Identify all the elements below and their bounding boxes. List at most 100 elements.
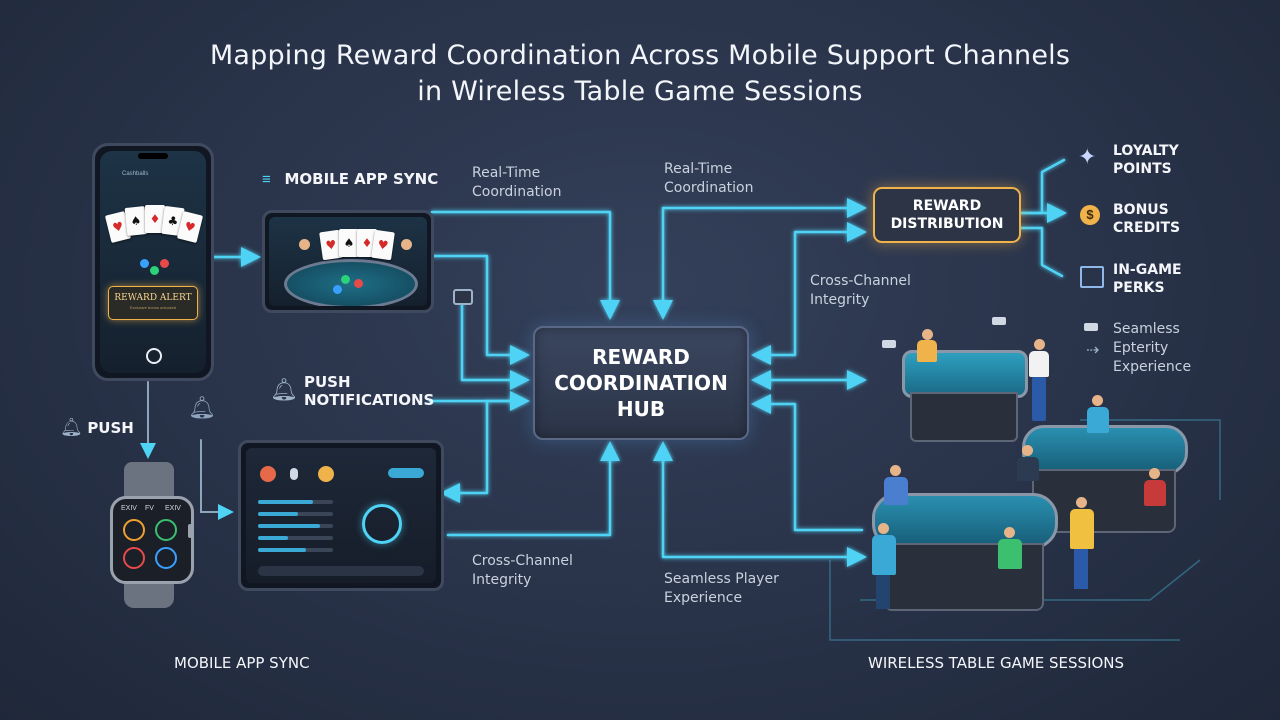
link-distribution-to-perks bbox=[1018, 226, 1064, 278]
sync-icon: ≡ bbox=[262, 171, 271, 188]
bonus-credits-label: BONUS CREDITS bbox=[1113, 201, 1180, 237]
watch-label-3: EXIV bbox=[165, 505, 181, 512]
player-body bbox=[998, 539, 1022, 569]
bell-icon: 🔔︎ bbox=[188, 395, 216, 420]
watch-body: EXIV FV EXIV bbox=[110, 496, 194, 584]
distribution-line-1: REWARD bbox=[912, 198, 982, 214]
player-head bbox=[878, 523, 889, 534]
tablet-player-left bbox=[299, 239, 310, 250]
ipad-dashboard bbox=[238, 440, 444, 591]
player-head bbox=[890, 465, 901, 476]
home-button[interactable] bbox=[146, 348, 162, 364]
link-hub-right-to-distribution bbox=[751, 222, 867, 365]
title-line-1: Mapping Reward Coordination Across Mobil… bbox=[209, 40, 1071, 71]
chip bbox=[354, 279, 363, 288]
watch-crown[interactable] bbox=[188, 524, 192, 538]
game-table-2 bbox=[1022, 425, 1188, 535]
chip bbox=[160, 259, 169, 268]
player-body bbox=[1087, 407, 1109, 433]
player-body bbox=[1029, 351, 1049, 377]
chip bbox=[150, 266, 159, 275]
chip bbox=[140, 259, 149, 268]
spotlight bbox=[1084, 323, 1098, 331]
watch-label-2: FV bbox=[145, 505, 154, 512]
in-game-perks-label: IN-GAME PERKS bbox=[1113, 261, 1182, 297]
wireless-table-scene bbox=[862, 305, 1202, 625]
reward-distribution-box[interactable]: REWARD DISTRIBUTION bbox=[873, 187, 1021, 243]
hub-line-3: HUB bbox=[616, 397, 666, 421]
flow-label-line: Cross-Channel bbox=[810, 273, 911, 289]
player-legs bbox=[1032, 377, 1046, 421]
cross-channel-integrity-label-bottom: Cross-Channel Integrity bbox=[472, 552, 573, 590]
watch-dial-3[interactable] bbox=[123, 547, 145, 569]
title-line-2: in Wireless Table Game Sessions bbox=[417, 76, 863, 107]
player-body bbox=[917, 340, 937, 362]
flow-label-line: Integrity bbox=[472, 572, 532, 588]
reward-line: PERKS bbox=[1113, 280, 1165, 296]
smartphone: Cashballs ♥ ♠ ♦ ♣ ♥ REWARD ALERT Exclusi… bbox=[92, 143, 214, 381]
sparkle-icon: ✦ bbox=[1078, 144, 1097, 169]
progress-fill bbox=[258, 512, 298, 516]
reward-line: POINTS bbox=[1113, 161, 1172, 177]
watch-dial-2[interactable] bbox=[155, 519, 177, 541]
player-head bbox=[1022, 445, 1033, 456]
link-watch-to-ipad bbox=[200, 439, 234, 520]
bell-icon: 🔔︎ bbox=[60, 417, 83, 437]
progress-fill bbox=[258, 548, 306, 552]
player-legs bbox=[876, 575, 890, 609]
flow-label-line: Epterity bbox=[1113, 340, 1169, 356]
watch-dial-4[interactable] bbox=[155, 547, 177, 569]
game-table-1 bbox=[902, 350, 1028, 442]
push-notifications-label: 🔔︎ PUSH NOTIFICATIONS bbox=[270, 373, 434, 409]
link-tablet-to-hub-top bbox=[430, 210, 620, 320]
watch-dial-1[interactable] bbox=[123, 519, 145, 541]
tablet-table bbox=[284, 259, 418, 306]
player-body bbox=[1017, 457, 1039, 481]
progress-track bbox=[258, 536, 333, 540]
cross-channel-integrity-label-right: Cross-Channel Integrity bbox=[810, 272, 911, 310]
flow-label-line: Coordination bbox=[664, 180, 754, 196]
hub-line-2: COORDINATION bbox=[554, 371, 728, 395]
diagram-title: Mapping Reward Coordination Across Mobil… bbox=[0, 38, 1280, 110]
phone-screen: Cashballs ♥ ♠ ♦ ♣ ♥ REWARD ALERT Exclusi… bbox=[100, 151, 206, 373]
tablet-card-2: ♠ bbox=[339, 229, 359, 257]
player-head bbox=[1034, 339, 1045, 350]
reward-coordination-hub[interactable]: REWARD COORDINATION HUB bbox=[533, 326, 749, 440]
flow-label-line: Integrity bbox=[810, 292, 870, 308]
link-hub-right-lower bbox=[751, 394, 864, 532]
hub-line-1: REWARD bbox=[592, 345, 690, 369]
player-legs bbox=[1074, 549, 1088, 589]
link-hub-bottom-to-tables bbox=[653, 441, 867, 567]
lock-icon bbox=[453, 289, 473, 305]
ipad-action-button[interactable] bbox=[388, 468, 424, 478]
player-head bbox=[1149, 468, 1160, 479]
chip bbox=[341, 275, 350, 284]
reward-alert-sub: Exclusive bonus unlocked bbox=[129, 305, 177, 310]
progress-fill bbox=[258, 524, 320, 528]
flow-label-line: Real-Time bbox=[664, 161, 733, 177]
ipad-footer-bar bbox=[258, 566, 424, 576]
flow-label-line: Seamless Player bbox=[664, 571, 779, 587]
tablet-player-right bbox=[401, 239, 412, 250]
push-notifications-line-1: PUSH bbox=[304, 373, 351, 391]
section-label-mobile-app-sync: MOBILE APP SYNC bbox=[174, 654, 310, 672]
progress-fill bbox=[258, 536, 288, 540]
push-notifications-line-2: NOTIFICATIONS bbox=[304, 391, 435, 409]
phone-notch bbox=[138, 153, 168, 159]
link-hub-to-ipad bbox=[440, 399, 527, 503]
loyalty-points-label: LOYALTY POINTS bbox=[1113, 142, 1179, 178]
tablet-card-4: ♥ bbox=[371, 229, 395, 261]
ipad-screen bbox=[246, 448, 436, 583]
reward-alert-box[interactable]: REWARD ALERT Exclusive bonus unlocked bbox=[108, 286, 198, 320]
ipad-dial[interactable] bbox=[362, 504, 402, 544]
phone-card-3: ♦ bbox=[145, 205, 165, 233]
section-label-wireless-table-game-sessions: WIRELESS TABLE GAME SESSIONS bbox=[868, 654, 1125, 672]
ipad-avatar-2 bbox=[318, 466, 334, 482]
ipad-avatar-1 bbox=[260, 466, 276, 482]
player-body bbox=[884, 477, 908, 505]
progress-fill bbox=[258, 500, 313, 504]
spotlight bbox=[992, 317, 1006, 325]
reward-line: BONUS bbox=[1113, 202, 1169, 218]
phone-card-2: ♠ bbox=[124, 206, 148, 236]
